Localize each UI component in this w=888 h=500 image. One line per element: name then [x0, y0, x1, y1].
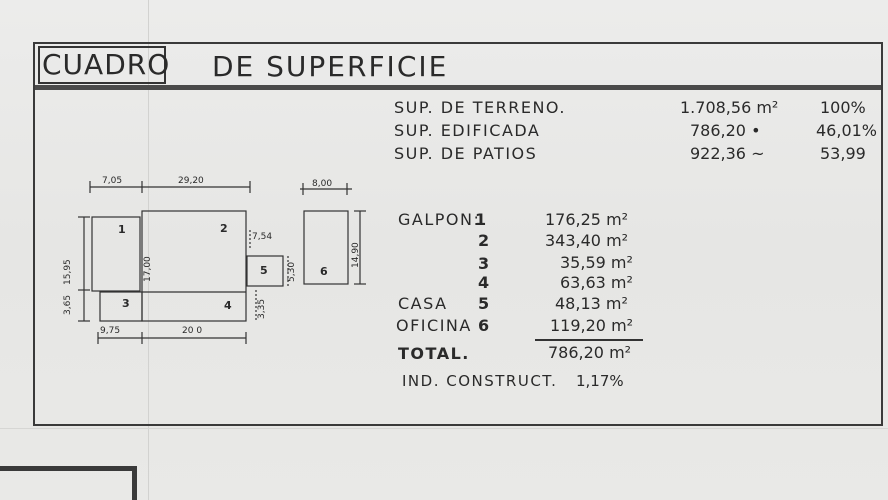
surface-value: 786,20 • [690, 121, 761, 140]
dim-mid-h: 5,30 [287, 262, 297, 282]
surface-label: SUP. DE TERRENO. [394, 98, 566, 117]
surface-value: 1.708,56 m² [680, 98, 779, 117]
building-label: 6 [320, 265, 328, 278]
dim-left-b: 3,65 [63, 295, 73, 315]
surface-percent: 46,01% [816, 121, 878, 140]
dim-bottom-b: 20 0 [182, 326, 202, 336]
area-number: 4 [478, 273, 491, 292]
surface-label: SUP. EDIFICADA [394, 121, 541, 140]
sum-line [535, 339, 643, 341]
index-value: 1,17% [576, 372, 624, 390]
site-plan-diagram: 7,05 29,20 8,00 7,54 9,75 20 0 15,95 3,6… [63, 176, 366, 344]
title-cuadro: CUADRO [42, 48, 171, 81]
index-label: IND. CONSTRUCT. [402, 372, 558, 390]
title-superficie: DE SUPERFICIE [212, 50, 449, 83]
dim-bottom-a: 9,75 [100, 326, 120, 336]
dim-left-a: 15,95 [63, 259, 73, 285]
area-name: GALPON: [398, 210, 481, 229]
title-bar [35, 44, 881, 90]
area-value: 176,25 m² [545, 210, 629, 229]
building-label: 2 [220, 222, 228, 235]
surface-label: SUP. DE PATIOS [394, 144, 538, 163]
building-label: 5 [260, 264, 268, 277]
area-number: 5 [478, 294, 491, 313]
dim-right-h: 14,90 [351, 242, 361, 268]
frame-corner [0, 466, 137, 500]
table-frame [33, 42, 883, 426]
total-value: 786,20 m² [548, 343, 632, 362]
surface-percent: 53,99 [820, 144, 866, 163]
area-value: 35,59 m² [560, 253, 633, 272]
area-value: 63,63 m² [560, 273, 633, 292]
dim-inner-h: 17,00 [143, 256, 153, 282]
area-value: 119,20 m² [550, 316, 634, 335]
surface-value: 922,36 ~ [690, 144, 765, 163]
dim-mid-w: 7,54 [252, 232, 272, 242]
dim-top-a: 7,05 [102, 176, 122, 186]
building-label: 1 [118, 223, 126, 236]
area-name: OFICINA [396, 316, 472, 335]
surface-percent: 100% [820, 98, 866, 117]
area-number: 6 [478, 316, 491, 335]
dim-top-c: 8,00 [312, 179, 332, 189]
building-label: 3 [122, 297, 130, 310]
area-value: 48,13 m² [555, 294, 628, 313]
area-value: 343,40 m² [545, 231, 629, 250]
building-label: 4 [224, 299, 232, 312]
area-name: CASA [398, 294, 448, 313]
title-box [38, 46, 166, 84]
area-number: 3 [478, 254, 491, 273]
area-number: 1 [475, 210, 488, 229]
area-number: 2 [478, 231, 491, 250]
paper-fold [148, 0, 149, 500]
paper-fold [0, 428, 888, 429]
dim-small-h: 3,35 [257, 299, 267, 319]
total-label: TOTAL. [398, 344, 470, 363]
dim-top-b: 29,20 [178, 176, 204, 186]
